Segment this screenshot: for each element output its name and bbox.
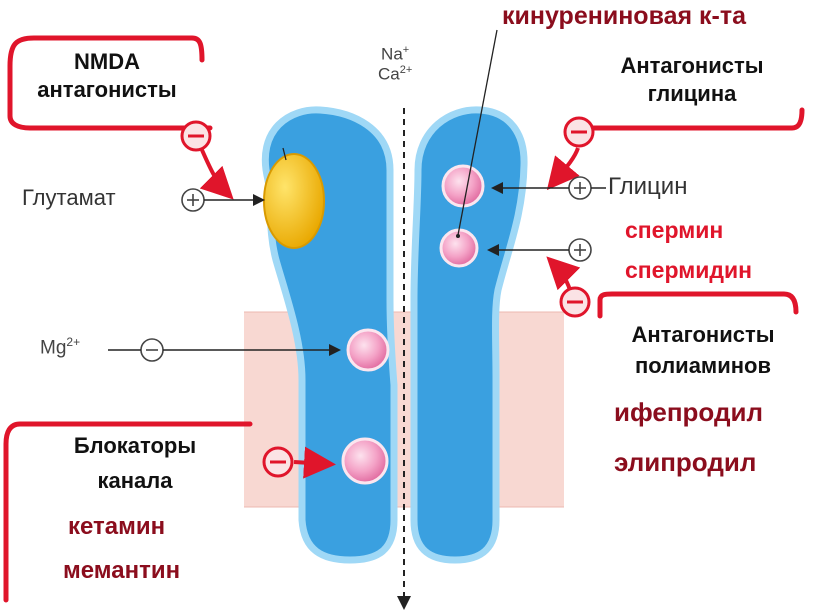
channel-blocker-arrow bbox=[293, 446, 336, 479]
nmda-line2: антагонисты bbox=[37, 76, 177, 102]
ion-labels: Na+ Ca2+ bbox=[378, 44, 412, 85]
sodium-label: Na+ bbox=[378, 44, 412, 64]
ketamine-label: кетамин bbox=[68, 513, 166, 540]
channel-blockers-label: Блокаторы канала bbox=[30, 428, 240, 498]
polyamine-callout bbox=[597, 291, 799, 319]
glycine-ant-line1: Антагонисты bbox=[620, 53, 764, 78]
glycine-antagonist-arrow bbox=[546, 147, 580, 191]
nmda-callout-bottom bbox=[7, 63, 213, 131]
ion-flow-arrowhead bbox=[397, 596, 411, 610]
sodium-text: Na bbox=[381, 44, 403, 64]
blockers-callout bbox=[3, 421, 253, 603]
receptor-subunit-right bbox=[410, 106, 528, 564]
polyamine-antagonist-minus-icon bbox=[559, 286, 591, 318]
magnesium-minus-icon bbox=[140, 338, 164, 362]
channel-blocker-minus-icon bbox=[262, 446, 294, 478]
glycine-ant-callout bbox=[585, 107, 805, 131]
channel-blocker-site bbox=[341, 437, 389, 485]
polyamine-antagonist-arrow bbox=[546, 256, 581, 291]
glutamate-plus-icon bbox=[181, 188, 205, 212]
glutamate-site bbox=[263, 153, 325, 249]
kynurenic-acid-label: кинурениновая к-та bbox=[502, 2, 747, 30]
magnesium-charge: 2+ bbox=[66, 335, 81, 349]
glycine-site bbox=[441, 164, 485, 208]
polyamine-ant-line2: полиаминов bbox=[635, 352, 771, 378]
spermine-label: спермин bbox=[625, 217, 724, 243]
calcium-charge: 2+ bbox=[399, 64, 413, 77]
nmda-line1: NMDA bbox=[74, 49, 140, 74]
magnesium-label: Mg2+ bbox=[40, 335, 81, 359]
nmda-antagonist-arrow bbox=[199, 149, 234, 200]
polyamine-plus-icon bbox=[568, 238, 592, 262]
magnesium-site bbox=[346, 328, 390, 372]
calcium-label: Ca2+ bbox=[378, 64, 412, 84]
polyamine-antagonists-label: Антагонисты полиаминов bbox=[598, 320, 808, 382]
glutamate-pointer-line bbox=[282, 147, 287, 161]
polyamine-ant-line1: Антагонисты bbox=[631, 322, 775, 347]
blockers-line2: канала bbox=[97, 468, 173, 494]
glycine-ant-line2: глицина bbox=[647, 80, 737, 106]
calcium-text: Ca bbox=[378, 65, 400, 84]
spermidine-label: спермидин bbox=[625, 257, 753, 283]
blockers-line1: Блокаторы bbox=[73, 433, 197, 458]
glycine-antagonists-label: Антагонисты глицина bbox=[592, 52, 792, 107]
ifenprodil-label: ифепродил bbox=[614, 397, 763, 427]
glutamate-label: Глутамат bbox=[22, 185, 116, 210]
kynurenic-pointer-dot bbox=[456, 234, 460, 238]
sodium-charge: + bbox=[402, 44, 410, 56]
glycine-label: Глицин bbox=[608, 173, 688, 200]
memantine-label: мемантин bbox=[63, 557, 181, 584]
nmda-antagonists-label: NMDA антагонисты bbox=[22, 48, 192, 103]
glycine-plus-icon bbox=[568, 176, 592, 200]
kynurenic-pointer-line bbox=[457, 29, 498, 236]
glycine-antagonist-minus-icon bbox=[563, 116, 595, 148]
eliprodil-label: элипродил bbox=[614, 447, 757, 477]
nmda-antagonist-minus-icon bbox=[180, 120, 212, 152]
magnesium-text: Mg bbox=[40, 337, 67, 359]
nmda-callout-top bbox=[7, 35, 205, 69]
